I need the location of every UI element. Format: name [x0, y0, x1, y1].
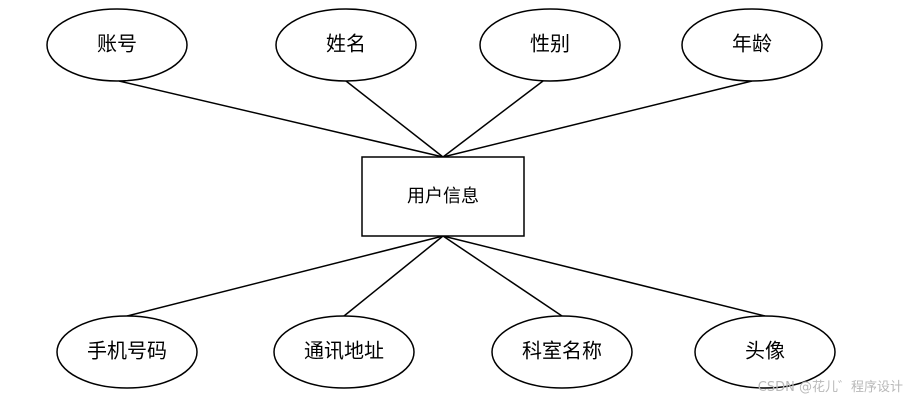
attribute-ellipse: [479, 8, 621, 82]
attribute-department: 科室名称: [491, 315, 633, 389]
attribute-account: 账号: [46, 8, 188, 82]
attribute-name: 姓名: [275, 8, 417, 82]
attribute-ellipse: [694, 315, 836, 389]
attribute-label: 手机号码: [87, 339, 167, 363]
connector-age: [442, 80, 753, 158]
attribute-label: 账号: [97, 32, 137, 56]
entity-user-info: 用户信息: [361, 156, 525, 237]
attribute-ellipse: [275, 8, 417, 82]
attribute-ellipse: [56, 315, 198, 389]
entity-label: 用户信息: [407, 186, 479, 207]
attribute-gender: 性别: [479, 8, 621, 82]
attribute-avatar: 头像: [694, 315, 836, 389]
connector-phone: [126, 235, 444, 317]
connector-address: [343, 235, 444, 317]
watermark: CSDN @花儿゛程序设计: [758, 379, 903, 395]
attribute-label: 科室名称: [522, 339, 602, 363]
connector-name: [345, 80, 444, 158]
attribute-ellipse: [681, 8, 823, 82]
attribute-label: 姓名: [326, 32, 366, 56]
connector-avatar: [442, 235, 766, 317]
attribute-label: 通讯地址: [304, 339, 384, 363]
connector-lines: [118, 80, 766, 317]
attribute-ellipse: [491, 315, 633, 389]
connector-department: [442, 235, 563, 317]
attribute-phone: 手机号码: [56, 315, 198, 389]
attribute-address: 通讯地址: [273, 315, 415, 389]
attribute-ellipse: [273, 315, 415, 389]
attribute-label: 头像: [745, 339, 785, 363]
attribute-label: 性别: [530, 32, 570, 56]
attribute-age: 年龄: [681, 8, 823, 82]
connector-account: [118, 80, 444, 158]
attribute-label: 年龄: [732, 32, 772, 56]
attribute-ellipse: [46, 8, 188, 82]
entity-box: [361, 156, 525, 237]
connector-gender: [442, 80, 544, 158]
